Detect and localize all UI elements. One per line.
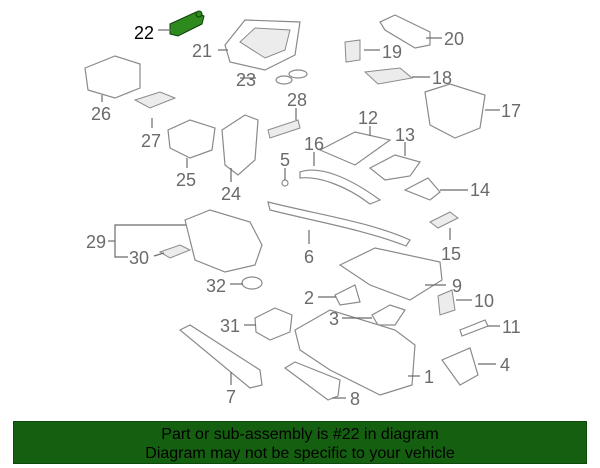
label-16[interactable]: 16	[304, 134, 324, 154]
part-23[interactable]	[275, 69, 308, 85]
label-21[interactable]: 21	[192, 41, 212, 61]
label-25[interactable]: 25	[176, 170, 196, 190]
label-30[interactable]: 30	[129, 248, 149, 268]
part-8[interactable]	[283, 361, 341, 401]
label-19[interactable]: 19	[382, 42, 402, 62]
label-7[interactable]: 7	[226, 387, 236, 407]
part-24[interactable]	[221, 114, 259, 176]
label-20[interactable]: 20	[444, 29, 464, 49]
label-12[interactable]: 12	[358, 108, 378, 128]
info-banner: Part or sub-assembly is #22 in diagram D…	[13, 421, 587, 464]
banner-line-2: Diagram may not be specific to your vehi…	[145, 445, 455, 462]
label-31[interactable]: 31	[220, 316, 240, 336]
label-3[interactable]: 3	[329, 309, 339, 329]
label-32[interactable]: 32	[206, 276, 226, 296]
part-1[interactable]	[294, 309, 416, 396]
part-7[interactable]	[178, 324, 263, 389]
label-28[interactable]: 28	[287, 90, 307, 110]
label-9[interactable]: 9	[452, 276, 462, 296]
part-30[interactable]	[158, 244, 192, 259]
part-27[interactable]	[133, 91, 177, 109]
part-26[interactable]	[84, 55, 141, 99]
part-9[interactable]	[338, 247, 443, 301]
part-11[interactable]	[459, 319, 489, 337]
part-22-highlighted[interactable]	[169, 10, 205, 37]
label-10[interactable]: 10	[474, 291, 494, 311]
part-2[interactable]	[334, 284, 361, 306]
label-18[interactable]: 18	[432, 68, 452, 88]
part-3[interactable]	[371, 304, 406, 326]
label-22[interactable]: 22	[134, 23, 154, 43]
part-14[interactable]	[403, 177, 441, 201]
label-13[interactable]: 13	[395, 125, 415, 145]
part-16[interactable]	[299, 169, 382, 205]
label-4[interactable]: 4	[500, 355, 510, 375]
leader-lines	[101, 29, 500, 399]
label-8[interactable]: 8	[350, 389, 360, 409]
part-13[interactable]	[368, 154, 421, 181]
part-21[interactable]	[224, 19, 301, 71]
part-15[interactable]	[429, 211, 459, 229]
part-32[interactable]	[241, 276, 263, 290]
label-14[interactable]: 14	[470, 180, 490, 200]
part-5[interactable]	[281, 179, 289, 187]
part-31[interactable]	[254, 307, 293, 341]
label-6[interactable]: 6	[304, 247, 314, 267]
label-24[interactable]: 24	[221, 184, 241, 204]
part-19[interactable]	[344, 39, 361, 63]
label-11[interactable]: 11	[502, 317, 521, 337]
part-25[interactable]	[167, 119, 216, 159]
label-26[interactable]: 26	[91, 104, 111, 124]
label-2[interactable]: 2	[304, 288, 314, 308]
banner-line-1: Part or sub-assembly is #22 in diagram	[161, 426, 439, 443]
part-12[interactable]	[318, 131, 392, 166]
part-29[interactable]	[184, 209, 263, 273]
part-28[interactable]	[267, 119, 301, 139]
part-18[interactable]	[363, 67, 414, 85]
label-15[interactable]: 15	[441, 244, 461, 264]
label-27[interactable]: 27	[141, 131, 161, 151]
part-6[interactable]	[267, 201, 411, 247]
label-1[interactable]: 1	[424, 367, 434, 387]
label-23[interactable]: 23	[236, 70, 256, 90]
part-17[interactable]	[424, 83, 486, 139]
part-10[interactable]	[437, 289, 456, 316]
label-5[interactable]: 5	[280, 150, 290, 170]
part-20[interactable]	[379, 14, 431, 49]
label-17[interactable]: 17	[501, 101, 521, 121]
label-29[interactable]: 29	[86, 232, 106, 252]
part-4[interactable]	[441, 347, 479, 386]
